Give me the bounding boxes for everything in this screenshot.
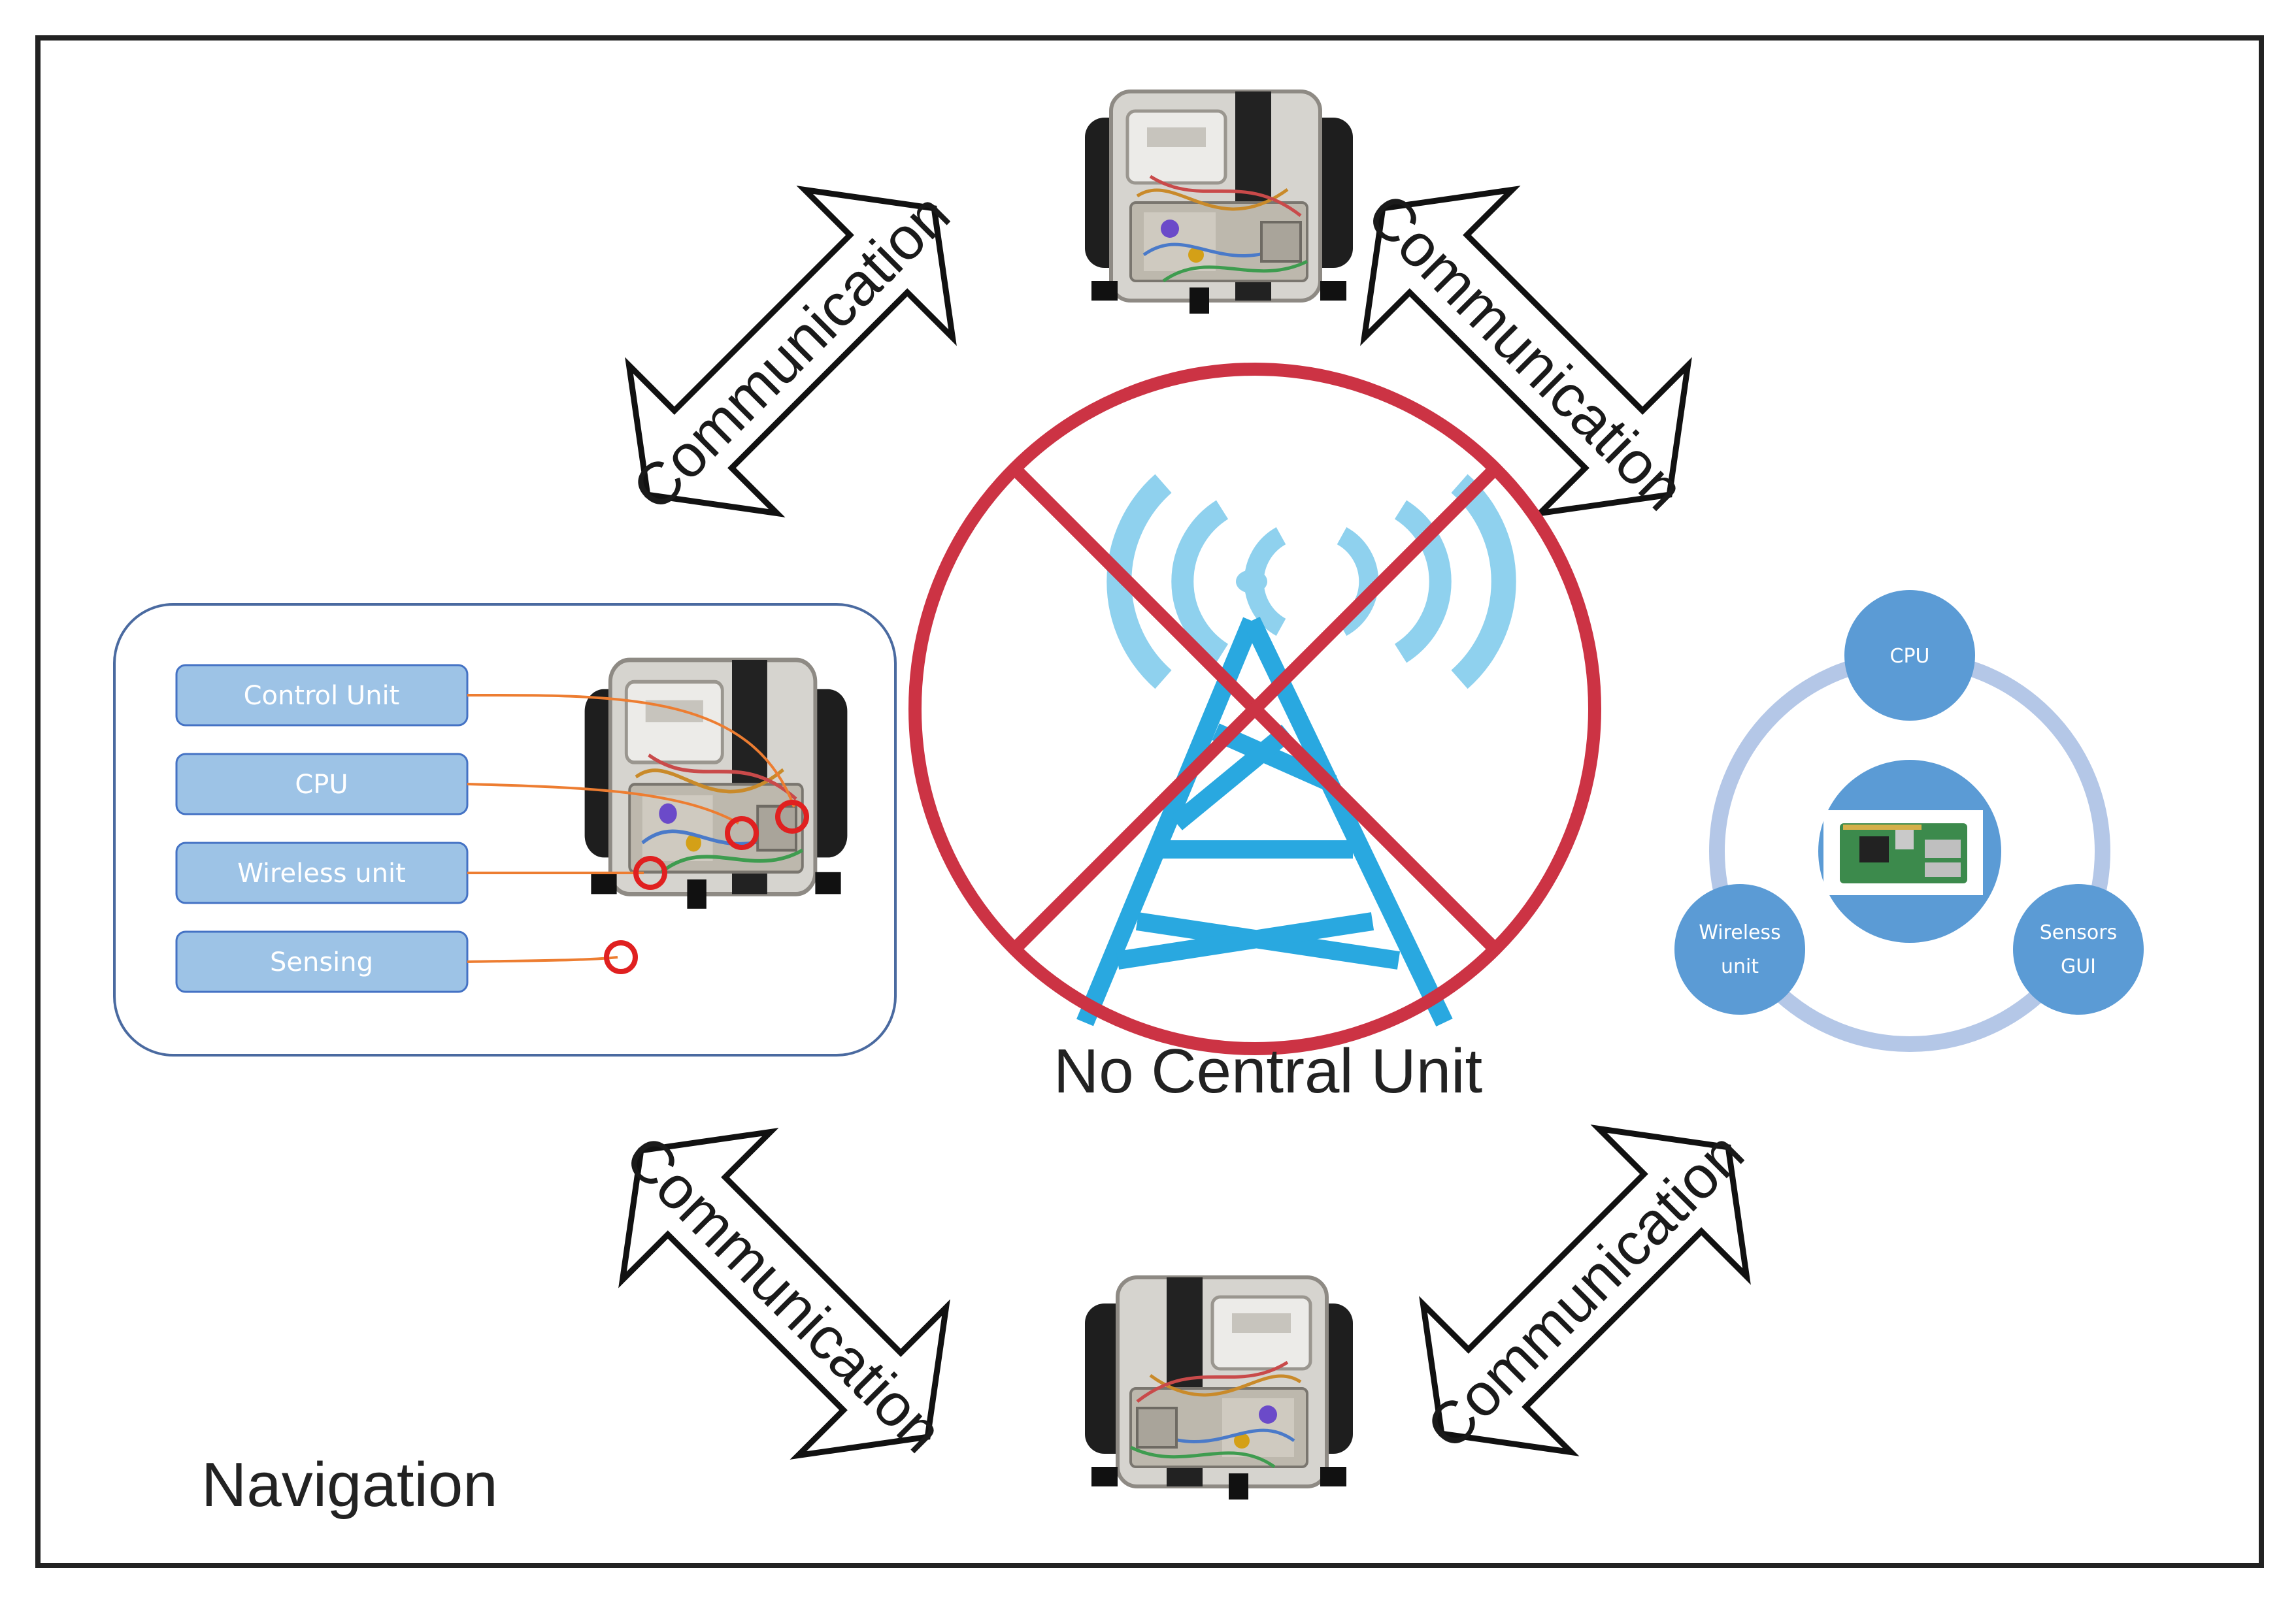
component-pill-cpu: CPU [175, 753, 469, 815]
robot-bottom [1085, 1277, 1353, 1500]
signal-waves [1106, 474, 1516, 689]
cycle-node-sensors-gui: Sensors GUI [2013, 884, 2144, 1015]
cycle-diagram: CPU Wireless unit Sensors GUI [1674, 590, 2144, 1052]
communication-arrow-top-left: Communication [569, 130, 1012, 573]
robot-top [1085, 91, 1353, 314]
robot-photo-icon [1085, 1277, 1353, 1500]
circuit-board-icon [1840, 823, 1967, 883]
component-pill-wireless-unit: Wireless unit [175, 842, 469, 904]
cycle-node-wireless-unit: Wireless unit [1674, 884, 1805, 1015]
component-pill-sensing: Sensing [175, 930, 469, 993]
node-label: unit [1721, 955, 1759, 978]
robot-photo-icon [1085, 91, 1353, 314]
navigation-label: Navigation [201, 1450, 498, 1520]
pill-label: CPU [295, 770, 348, 800]
arrow-label: Communication [612, 1123, 955, 1466]
component-pill-control-unit: Control Unit [175, 664, 469, 727]
arrow-label: Communication [1354, 181, 1697, 523]
central-unit: No Central Unit [908, 363, 1601, 1106]
node-label: CPU [1890, 645, 1930, 668]
node-label: GUI [2061, 955, 2096, 978]
pill-label: Wireless unit [237, 859, 406, 889]
prohibition-sign-icon [908, 363, 1601, 1055]
no-central-unit-label: No Central Unit [1054, 1036, 1482, 1106]
communication-arrow-bottom-right: Communication [1363, 1069, 1806, 1512]
outer-frame [35, 35, 2264, 1568]
node-label: Sensors [2040, 921, 2117, 944]
component-markers [604, 800, 809, 974]
communication-arrow-bottom-left: Communication [563, 1072, 1006, 1515]
robot-component-panel: Control Unit CPU Wireless unit Sensing [113, 603, 897, 1057]
arrow-label: Communication [620, 181, 963, 523]
node-label: Wireless [1699, 921, 1781, 944]
pill-label: Sensing [270, 947, 373, 977]
robot-photo-icon [585, 660, 848, 909]
cycle-center [1818, 760, 2001, 943]
pill-label: Control Unit [244, 681, 400, 711]
cycle-node-cpu: CPU [1844, 590, 1975, 721]
arrow-label: Communication [1414, 1120, 1757, 1462]
